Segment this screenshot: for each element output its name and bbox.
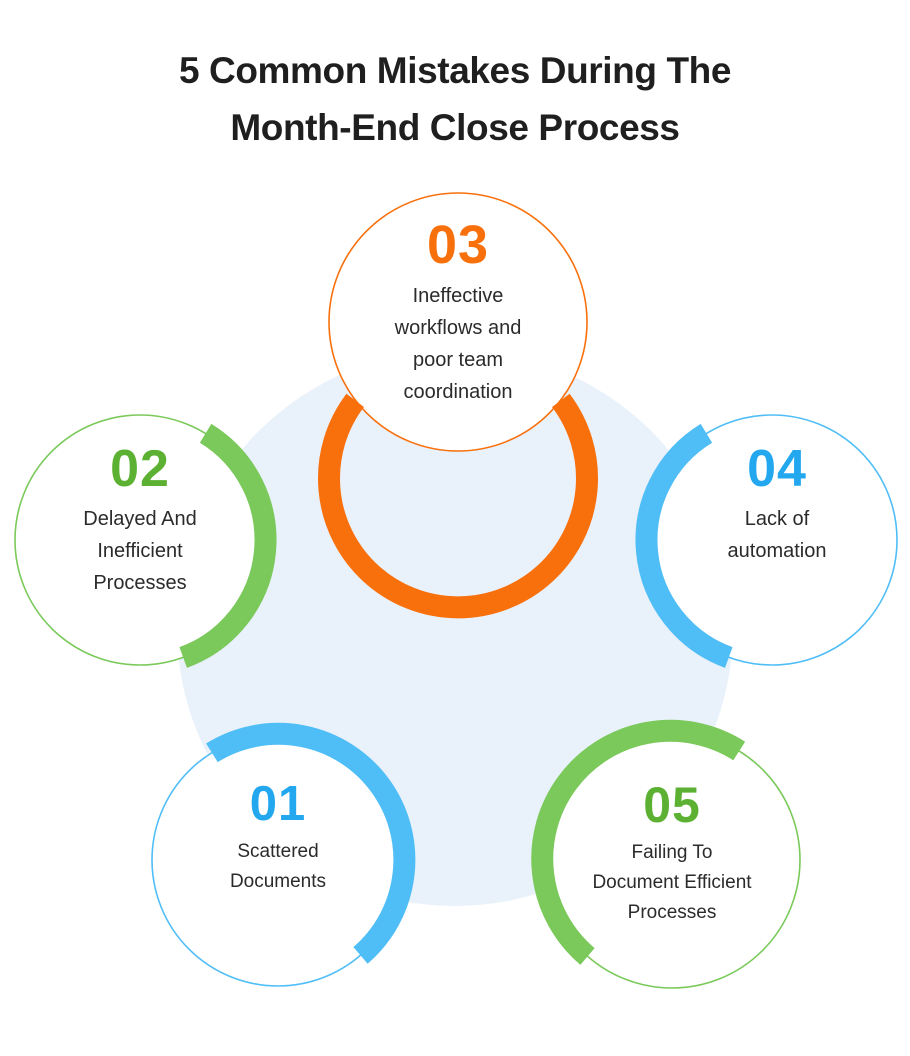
- node-04-group[interactable]: [635, 414, 898, 668]
- title-line-1: 5 Common Mistakes During The: [178, 50, 732, 91]
- node-03-accent-arc: [318, 393, 598, 619]
- node-03-circle[interactable]: [328, 192, 588, 452]
- page-title: 5 Common Mistakes During The Month-End C…: [0, 42, 910, 156]
- node-05-group[interactable]: [531, 719, 801, 989]
- node-01-group[interactable]: [151, 722, 416, 987]
- title-line-2: Month-End Close Process: [230, 107, 680, 148]
- node-02-accent-arc: [179, 423, 277, 668]
- node-03-group[interactable]: [318, 192, 598, 619]
- node-01-accent-arc: [206, 722, 416, 964]
- node-05-accent-arc: [531, 719, 746, 965]
- node-02-group[interactable]: [14, 414, 277, 668]
- node-04-accent-arc: [635, 423, 733, 668]
